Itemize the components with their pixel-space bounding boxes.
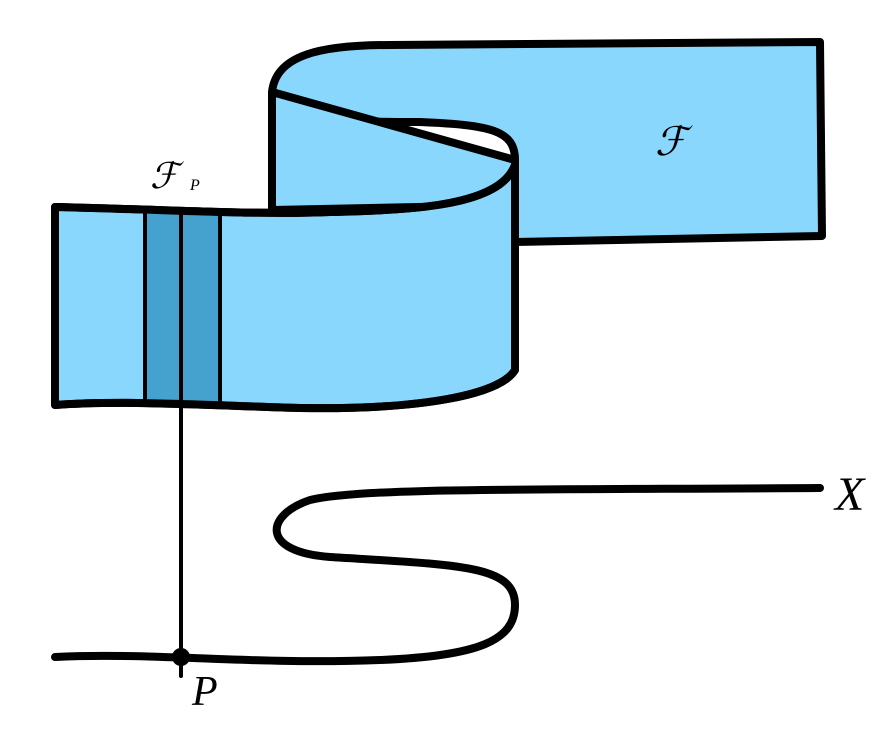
- stalk-label: ℱ: [150, 156, 184, 197]
- point-label-p: P: [191, 669, 218, 715]
- space-label-x: X: [833, 468, 866, 521]
- front-sheet-bottom-edge: [51, 366, 519, 413]
- stalk-label-subscript: P: [189, 177, 200, 194]
- point-p-dot: [172, 648, 190, 666]
- front-sheet-top-edge: [51, 161, 519, 217]
- space-curve-x: [51, 484, 824, 666]
